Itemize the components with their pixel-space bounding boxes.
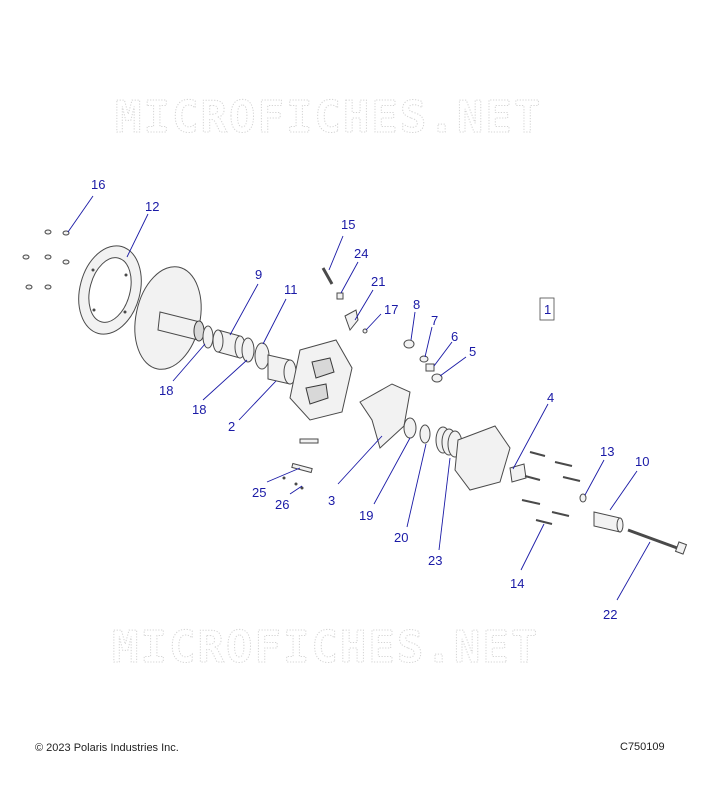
callout-18b: 18 — [192, 402, 206, 417]
screw-part — [62, 230, 70, 236]
moveable-sheave-part — [289, 339, 353, 421]
copyright-text: © 2023 Polaris Industries Inc. — [35, 742, 179, 754]
callout-5: 5 — [469, 344, 476, 359]
watermark-top: MICROFICHES.NET — [115, 92, 542, 143]
callout-22: 22 — [603, 607, 617, 622]
screw-part — [44, 284, 52, 290]
screw-part — [22, 254, 30, 260]
watermark-bottom: MICROFICHES.NET — [112, 622, 539, 673]
callout-14: 14 — [510, 576, 524, 591]
callout-19: 19 — [359, 508, 373, 523]
sleeve-part — [267, 354, 297, 385]
small-nut-part — [336, 292, 344, 300]
pin-part — [425, 363, 435, 372]
callout-2: 2 — [228, 419, 235, 434]
callout-15: 15 — [341, 217, 355, 232]
bushing-part — [212, 329, 246, 359]
callout-23: 23 — [428, 553, 442, 568]
callout-7: 7 — [431, 313, 438, 328]
callout-13: 13 — [600, 444, 614, 459]
screw-part — [25, 284, 33, 290]
shim-part — [419, 424, 431, 444]
leader-lines — [67, 195, 651, 601]
bearing-part — [254, 342, 270, 370]
assembly-reference-box — [539, 297, 555, 321]
callout-20: 20 — [394, 530, 408, 545]
shift-weight-part — [344, 309, 359, 332]
screw-part — [44, 254, 52, 260]
washer-part — [419, 355, 429, 363]
callout-25: 25 — [252, 485, 266, 500]
cover-plate-part — [78, 245, 142, 335]
callout-1: 1 — [544, 302, 551, 317]
callout-8: 8 — [413, 297, 420, 312]
diagram-code: C750109 — [620, 741, 665, 753]
callout-12: 12 — [145, 199, 159, 214]
shoe-part — [291, 462, 313, 474]
bolts-group — [521, 451, 581, 525]
washer-part — [403, 417, 417, 439]
callout-9: 9 — [255, 267, 262, 282]
callout-11: 11 — [284, 282, 298, 297]
callout-21: 21 — [371, 274, 385, 289]
small-screws-group — [22, 229, 70, 290]
callout-26: 26 — [275, 497, 289, 512]
screw-part — [62, 259, 70, 265]
spacer-ring-part — [241, 337, 255, 363]
callout-4: 4 — [547, 390, 554, 405]
sleeve-bushing-part — [593, 511, 624, 533]
o-ring-part — [579, 493, 587, 503]
shoe-part — [299, 438, 319, 444]
spider-part — [359, 383, 411, 449]
callout-10: 10 — [635, 454, 649, 469]
callout-3: 3 — [328, 493, 335, 508]
pin-part — [321, 267, 334, 285]
callout-6: 6 — [451, 329, 458, 344]
callout-17: 17 — [384, 302, 398, 317]
button-part — [431, 373, 443, 383]
callout-18a: 18 — [159, 383, 173, 398]
callout-16: 16 — [91, 177, 105, 192]
roller-part — [403, 339, 415, 349]
long-bolt-part — [627, 528, 688, 555]
callout-24: 24 — [354, 246, 368, 261]
screw-part — [44, 229, 52, 235]
spring-cover-part — [454, 425, 527, 491]
